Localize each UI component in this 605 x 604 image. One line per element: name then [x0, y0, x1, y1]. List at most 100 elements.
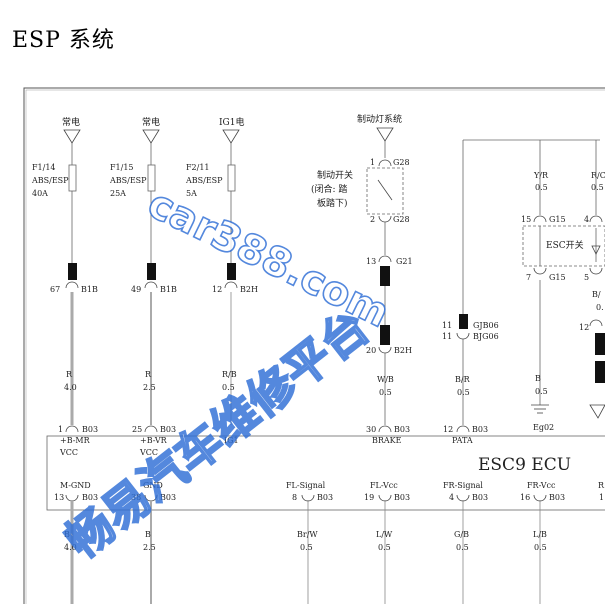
ecu-pin-fr-signal-wire-color: G/B [454, 530, 469, 539]
diagram-frame [23, 87, 605, 604]
ecu-pin-fr-vcc-label: FR-Vcc [527, 481, 556, 490]
supply-1-fuse-amp: 40A [32, 189, 48, 198]
supply-1-fuse-id: F1/14 [32, 163, 56, 172]
ecu-pin-gnd-pin: 38 [131, 493, 141, 502]
supply-1-ecu-pin: 1 [58, 425, 63, 434]
supply-2-arrow [142, 129, 160, 144]
brake-system-arrow [376, 127, 394, 142]
ecu-pin-gnd-wire-color: B [145, 530, 151, 539]
supply-3-fuse [227, 164, 236, 192]
ecu-pin-fl-vcc-wire-size: 0.5 [378, 543, 391, 552]
right-arrow-icon [589, 404, 605, 419]
brake-conn-bottom: G28 [393, 215, 410, 224]
esc-pin-right-bottom: 5 [584, 273, 589, 282]
right-wire-mid-size: 0. [596, 303, 604, 312]
supply-2-wire-color: R [145, 370, 152, 379]
ecu-pin-mgnd-label: M-GND [60, 481, 91, 490]
pata-circuit: 11 GJB06 11 BJG06 B/R 0.5 12 B03 PATA [442, 139, 600, 445]
ecu-pin-gnd-label: GND [143, 481, 163, 490]
supply-2-fuse-amp: 25A [110, 189, 126, 198]
supply-3-wire-color: R/B [222, 370, 237, 379]
ecu-pin-gnd-conn: B03 [160, 493, 176, 502]
watermark-platform: 畅易汽车维修平台 [56, 300, 379, 569]
supply-3-connector [227, 263, 236, 280]
supply-1-arrow [63, 129, 81, 144]
supply-2-conn: B1B [160, 285, 177, 294]
supply-1-ecu-conn: B03 [82, 425, 98, 434]
pata-conn-1: GJB06 [473, 321, 499, 330]
supply-1-ecu-label: +B-MR [60, 436, 91, 445]
pata-wire-size: 0.5 [457, 388, 470, 397]
pata-connector [459, 314, 468, 329]
esc-pin-bottom: 7 [526, 273, 531, 282]
supply-3: IG1电 F2/11 ABS/ESP 5A 12 B2H R/B 0.5 IG1 [185, 116, 258, 445]
supply-1-fuse [68, 164, 77, 192]
supply-3-conn-pin: 12 [212, 285, 222, 294]
brake-circuit: 制动灯系统 1 G28 制动开关 (闭合: 踏 板踏下) 2 G28 13 G2… [311, 113, 413, 445]
supply-1-conn-pin: 67 [50, 285, 60, 294]
supply-2-ecu-label2: VCC [139, 448, 158, 457]
supply-2-fuse-sys: ABS/ESP [109, 176, 147, 185]
esc-led-icon [591, 245, 601, 255]
esc-ground-label: Eg02 [533, 423, 554, 432]
supply-2-conn-pin: 49 [131, 285, 141, 294]
diagram-inner-frame [25, 89, 605, 604]
brake-wire-color: W/B [377, 375, 394, 384]
supply-3-fuse-id: F2/11 [186, 163, 210, 172]
ecu-bottom-pins: M-GND 13 B03 B 4.0 GND 38 B03 B 2.5 FL-S… [54, 481, 605, 604]
brake-ecu-conn: B03 [394, 425, 410, 434]
pata-ecu-conn: B03 [472, 425, 488, 434]
watermark-site: car388.com [141, 181, 397, 337]
supply-1: 常电 F1/14 ABS/ESP 40A 67 B1B R 4.0 1 B03 … [31, 116, 98, 457]
ecu-pin-fl-signal-label: FL-Signal [286, 481, 326, 490]
ecu-pin-mgnd-wire-size: 4.0 [64, 543, 77, 552]
right-pin: 12 [579, 323, 589, 332]
supply-2-fuse-id: F1/15 [110, 163, 134, 172]
supply-2: 常电 F1/15 ABS/ESP 25A 49 B1B R 2.5 25 B03… [109, 116, 177, 457]
right-edge-circuit: R/C 0.5 B/ 0. 12 [579, 140, 605, 419]
right-wire-mid: B/ [592, 290, 601, 299]
ecu-pin-fr-vcc-conn: B03 [549, 493, 565, 502]
esc-switch-circuit: Y/R 0.5 15 G15 ESC开关 7 G15 B 0.5 Eg02 4 … [521, 140, 605, 432]
ecu-pin-mgnd-conn: B03 [82, 493, 98, 502]
supply-3-ecu-label: IG1 [224, 436, 239, 445]
supply-1-connector [68, 263, 77, 280]
supply-1-fuse-sys: ABS/ESP [31, 176, 69, 185]
esc-switch-label: ESC开关 [546, 239, 584, 251]
esc-pin-top: 15 [521, 215, 531, 224]
esc-wire-top-size: 0.5 [535, 183, 548, 192]
pata-pin-2: 11 [442, 332, 452, 341]
supply-2-name: 常电 [142, 116, 160, 128]
brake-ecu-label: BRAKE [372, 436, 402, 445]
supply-1-ecu-label2: VCC [59, 448, 78, 457]
esc-wire-top-color: Y/R [533, 171, 549, 180]
ecu-pin-r-pin: 1 [599, 493, 604, 502]
brake-conn-g21: G21 [396, 257, 413, 266]
supply-2-ecu-conn: B03 [160, 425, 176, 434]
brake-pin-b2h: 20 [366, 346, 376, 355]
right-connector-1 [595, 333, 605, 355]
ecu-pin-fr-vcc-pin: 16 [520, 493, 530, 502]
esc-conn-top: G15 [549, 215, 566, 224]
right-wire-top: R/C [591, 171, 605, 180]
brake-switch-box [366, 167, 404, 215]
pata-ecu-pin: 12 [443, 425, 453, 434]
supply-1-conn: B1B [81, 285, 98, 294]
supply-3-fuse-sys: ABS/ESP [185, 176, 223, 185]
supply-3-fuse-amp: 5A [186, 189, 197, 198]
right-connector-2 [595, 361, 605, 383]
supply-3-conn: B2H [240, 285, 258, 294]
supply-2-ecu-pin: 25 [132, 425, 142, 434]
ecu-pin-fl-vcc-wire-color: L/W [376, 530, 393, 539]
ecu-pin-fl-signal-wire-color: Br/W [297, 530, 318, 539]
brake-switch-contact [377, 179, 393, 201]
pata-ecu-label: PATA [452, 436, 473, 445]
ecu-name: ESC9 ECU [478, 455, 571, 475]
ecu-pin-mgnd-wire-color: B [64, 530, 70, 539]
supply-2-ecu-label: +B-VR [140, 436, 168, 445]
ground-icon [531, 404, 549, 414]
ecu-pin-fl-signal-conn: B03 [317, 493, 333, 502]
brake-pin-g21: 13 [366, 257, 376, 266]
ecu-pin-fr-signal-pin: 4 [449, 493, 454, 502]
